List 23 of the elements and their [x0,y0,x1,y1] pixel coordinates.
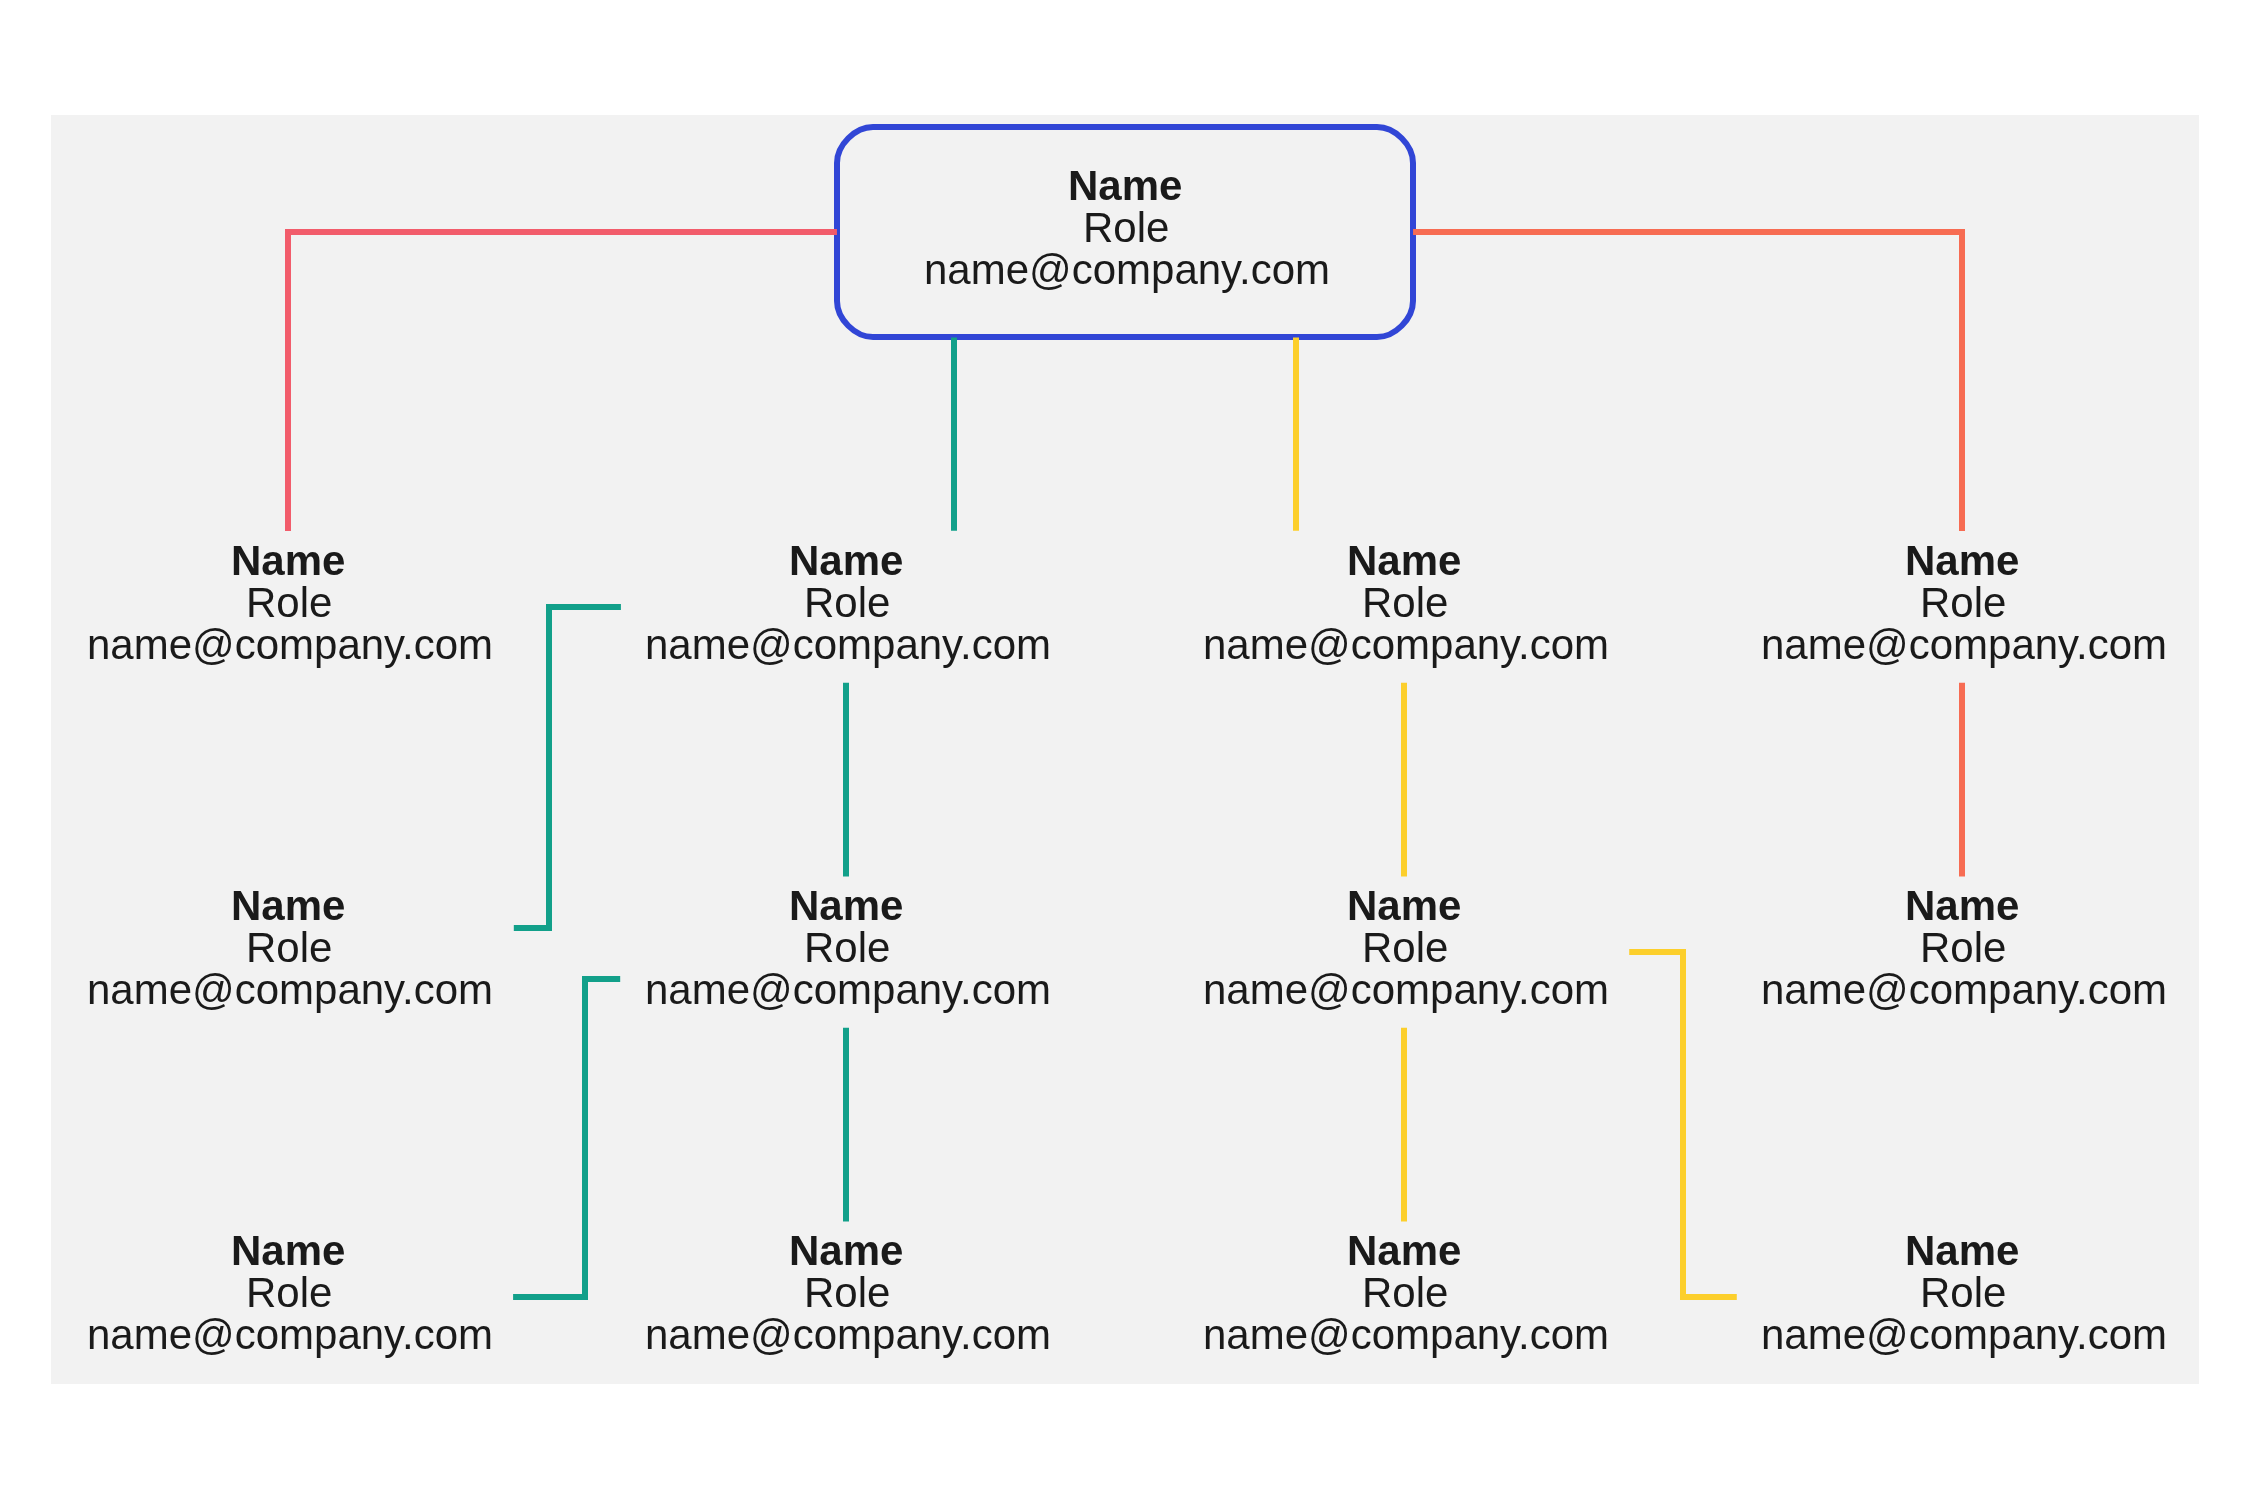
connector [1401,1027,1407,1221]
connector [1401,682,1407,876]
node-text: Name Role name@company.com [645,881,1052,1013]
connector [1293,336,1299,531]
connector [285,228,837,531]
node-text: Name Role name@company.com [1203,881,1610,1013]
node-text: Name Role name@company.com [645,536,1052,668]
connector [951,336,957,531]
node-text: Name Role name@company.com [87,881,494,1013]
node-text: Name Role name@company.com [1761,536,2168,668]
node-text: Name Role name@company.com [1203,1226,1610,1358]
connector [1959,682,1965,876]
node-text: Name Role name@company.com [87,1226,494,1358]
connector [1629,948,1737,1300]
connector [843,682,849,876]
node-text: Name Role name@company.com [87,536,494,668]
connector [1413,228,1965,531]
node-text: Name Role name@company.com [1761,881,2168,1013]
connector [843,1027,849,1221]
node-text: Name Role name@company.com [645,1226,1052,1358]
node-box: Name Role name@company.com [834,123,1416,340]
node-text: Name Role name@company.com [1203,536,1610,668]
node-text: Name Role name@company.com [1761,1226,2168,1358]
